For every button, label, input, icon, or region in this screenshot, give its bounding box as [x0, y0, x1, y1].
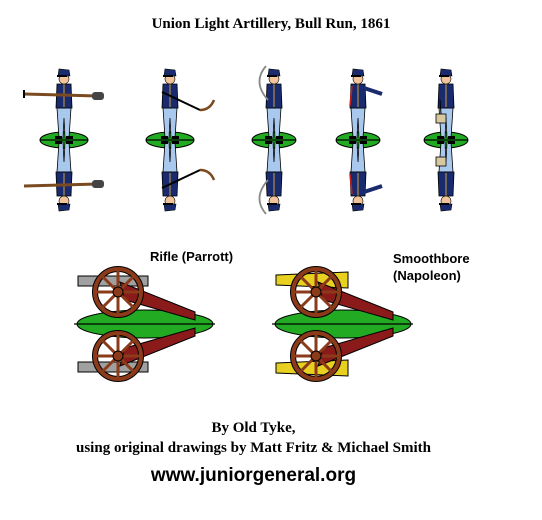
gun-label-rifle: Rifle (Parrott): [150, 249, 234, 264]
gun-smoothbore: [272, 262, 413, 387]
sheet-title: Union Light Artillery, Bull Run, 1861: [151, 16, 391, 32]
figure-officer: [251, 65, 297, 215]
sword-icon: [258, 65, 269, 101]
figure-rammer: [23, 68, 104, 212]
figure-spongeman: [145, 68, 216, 212]
sponge-icon: [161, 91, 216, 112]
gun-rifle: [74, 262, 215, 387]
rammer-icon: [23, 90, 104, 100]
wheel-icon: [293, 269, 339, 315]
wheel-icon: [95, 333, 141, 379]
website-link[interactable]: www.juniorgeneral.org: [150, 465, 357, 486]
figure-gunner-pointing: [335, 68, 383, 212]
pointing-arm-icon: [349, 85, 383, 107]
credit-line-2: using original drawings by Matt Fritz & …: [76, 440, 431, 456]
wheel-icon: [293, 333, 339, 379]
figure-ammo-carrier: [423, 68, 469, 212]
credit-text: By Old Tyke, using original drawings by …: [0, 418, 507, 458]
credit-line-1: By Old Tyke,: [211, 420, 296, 436]
wheel-icon: [95, 269, 141, 315]
gun-label-smoothbore: Smoothbore (Napoleon): [393, 251, 470, 283]
ammo-pouch-icon: [435, 99, 447, 124]
